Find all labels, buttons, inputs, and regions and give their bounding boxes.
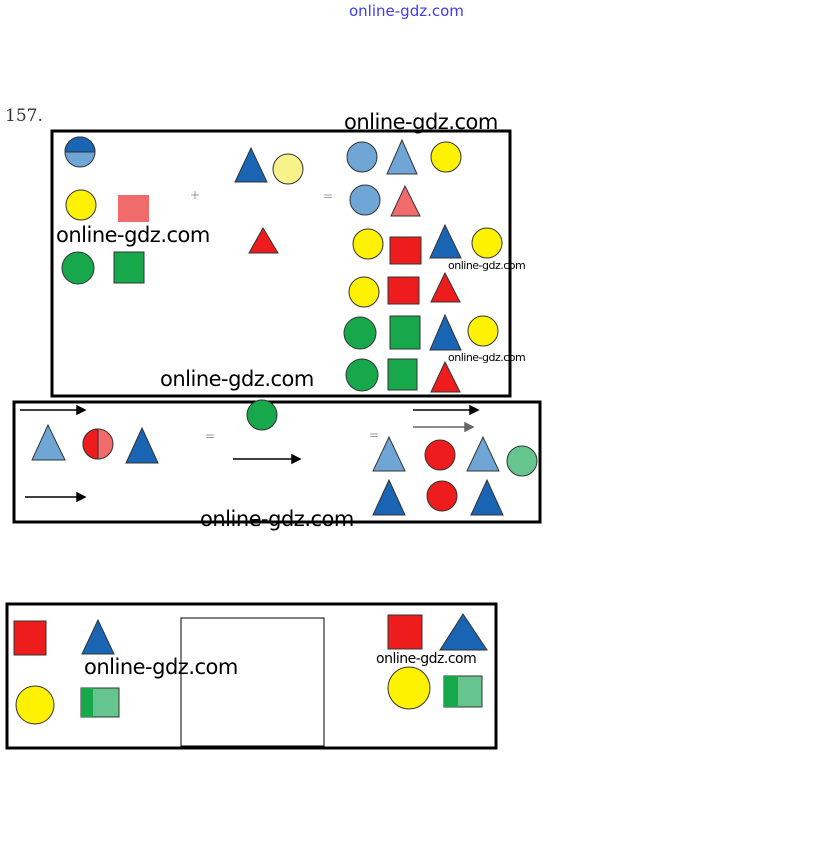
- circle-yellow: [348, 276, 380, 308]
- arrows: [20, 404, 480, 503]
- square-green-dark: [444, 676, 458, 707]
- triangle-blue: [125, 426, 159, 464]
- triangle-blue: [372, 478, 406, 516]
- task-box-2: [12, 400, 542, 524]
- square-green: [113, 251, 145, 284]
- watermark: online-gdz.com: [448, 259, 526, 272]
- watermark: online-gdz.com: [200, 507, 354, 531]
- watermark: online-gdz.com: [344, 110, 498, 134]
- circle-green: [246, 399, 278, 431]
- triangle-light-blue: [31, 423, 66, 461]
- triangle-red: [430, 271, 461, 303]
- triangle-red: [248, 227, 279, 254]
- triangle-blue: [429, 313, 462, 351]
- equals-sign: =: [369, 428, 380, 442]
- square-green: [389, 315, 421, 350]
- circle-yellow: [15, 685, 55, 725]
- circle-red: [426, 480, 458, 512]
- triangle-light-blue: [466, 435, 500, 472]
- triangle-blue: [81, 618, 115, 655]
- square-red: [13, 620, 47, 656]
- circle-red-half: [82, 428, 99, 460]
- watermark: online-gdz.com: [56, 223, 210, 247]
- circle-yellow: [387, 666, 431, 710]
- triangle-light-blue: [386, 138, 418, 175]
- circle-light-blue: [349, 184, 381, 216]
- equals-sign: =: [205, 429, 216, 443]
- watermark: online-gdz.com: [376, 651, 477, 667]
- circle-yellow-light: [272, 153, 304, 185]
- triangle-light-red: [390, 184, 421, 217]
- answer-box[interactable]: [180, 617, 325, 747]
- square-light-red: [118, 195, 149, 222]
- site-link[interactable]: online-gdz.com: [349, 2, 464, 20]
- triangle-red: [430, 360, 461, 393]
- circle-red: [424, 439, 456, 471]
- square-red: [387, 614, 423, 650]
- circle-yellow: [65, 189, 97, 221]
- circle-green: [345, 358, 379, 392]
- exercise-number: 157.: [5, 106, 43, 126]
- triangle-blue: [429, 223, 462, 259]
- circle-blue-half-top: [64, 136, 96, 153]
- square-red: [387, 276, 420, 305]
- circle-green: [343, 316, 377, 350]
- circle-green: [61, 251, 95, 285]
- equals-sign: =: [323, 189, 334, 203]
- circle-yellow: [352, 228, 384, 260]
- plus-sign: +: [190, 188, 201, 202]
- circle-yellow: [471, 227, 503, 259]
- circle-light-blue: [346, 141, 378, 173]
- watermark: online-gdz.com: [84, 655, 238, 679]
- task-box-1: [50, 129, 512, 398]
- circle-yellow: [430, 141, 462, 173]
- triangle-blue: [234, 146, 268, 183]
- circle-yellow: [467, 315, 499, 347]
- circle-green: [506, 445, 538, 477]
- task-box-3: [5, 602, 498, 750]
- triangle-blue: [439, 613, 488, 651]
- triangle-blue: [470, 478, 504, 516]
- watermark: online-gdz.com: [448, 351, 526, 364]
- square-green: [387, 358, 418, 391]
- square-red: [389, 236, 422, 265]
- square-green-dark: [81, 688, 93, 717]
- watermark: online-gdz.com: [160, 367, 314, 391]
- triangle-light-blue: [372, 435, 406, 472]
